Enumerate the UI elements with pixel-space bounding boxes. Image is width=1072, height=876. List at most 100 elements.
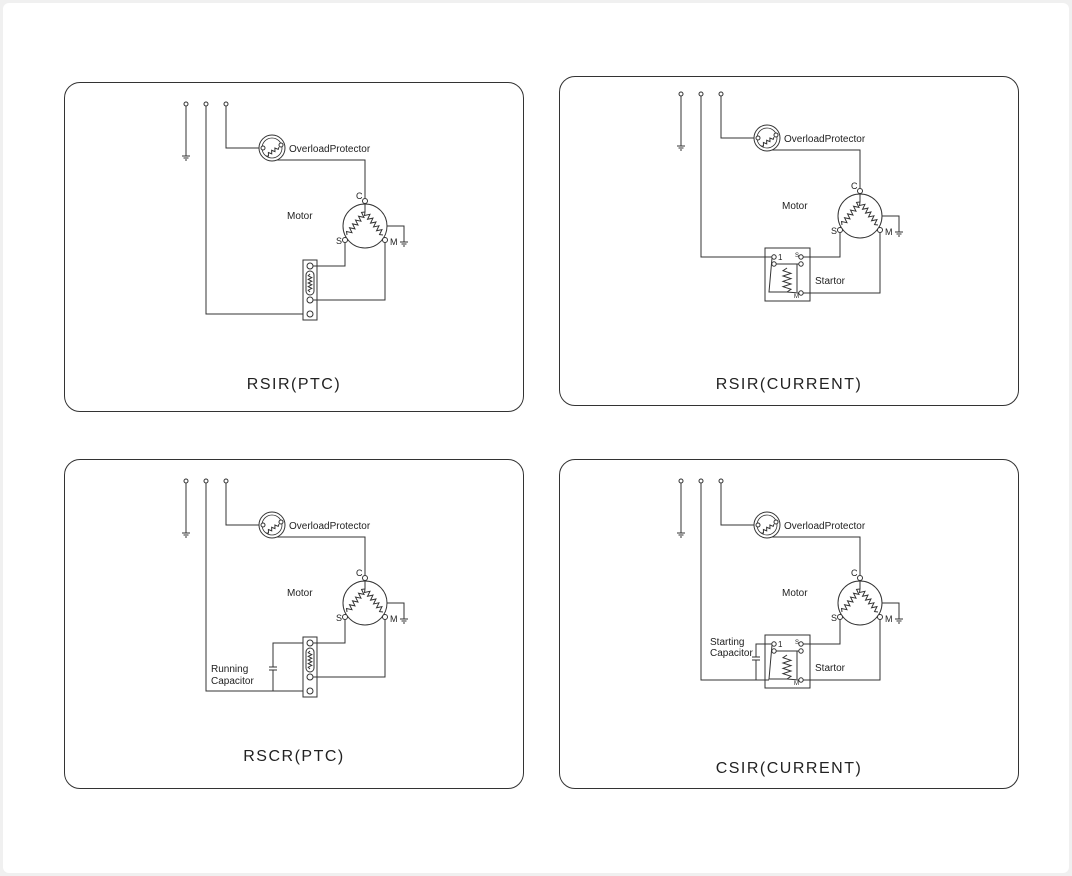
wire (786, 291, 800, 294)
wire (803, 232, 881, 294)
motor-winding-main (858, 588, 879, 613)
terminal-m-label: M (390, 237, 398, 247)
overload-protector-label: OverloadProtector (289, 521, 371, 532)
terminal (877, 227, 883, 233)
terminal (203, 101, 209, 107)
startor-terminal-s-label: S (795, 640, 799, 646)
wire (768, 257, 787, 293)
terminal (771, 648, 777, 654)
terminal (342, 237, 348, 243)
diagram-title: CSIR(CURRENT) (715, 760, 863, 777)
terminal (223, 101, 229, 107)
overload-protector-icon (258, 134, 286, 162)
terminal-s-label: S (831, 226, 837, 236)
wire (225, 106, 259, 149)
wire (313, 242, 386, 301)
terminal-s-label: S (336, 236, 342, 246)
motor-winding-main (858, 201, 879, 226)
wire (786, 678, 800, 681)
wire (720, 96, 754, 139)
ptc-thermistor-icon (305, 647, 315, 673)
startor-terminal-m-label: M (794, 294, 799, 300)
wire (803, 619, 881, 681)
ptc-relay-icon (302, 636, 318, 698)
wire (768, 644, 787, 680)
terminal-m-label: M (885, 614, 893, 624)
terminal (718, 91, 724, 97)
terminal (678, 478, 684, 484)
ground-wire (387, 602, 405, 619)
wire (700, 96, 772, 258)
terminal (278, 519, 284, 525)
terminal (771, 254, 777, 260)
motor-winding-start (840, 201, 861, 226)
terminal (306, 687, 314, 695)
wire (277, 159, 366, 198)
overload-protector-icon (760, 523, 775, 534)
terminal-c-label: C (851, 181, 858, 191)
terminal-c-label: C (356, 191, 363, 201)
terminal (773, 519, 779, 525)
overload-protector-label: OverloadProtector (784, 521, 866, 532)
terminal (857, 188, 863, 194)
terminal-m-label: M (885, 227, 893, 237)
wire (205, 106, 303, 315)
terminal (183, 101, 189, 107)
terminal (798, 261, 804, 267)
terminal (798, 641, 804, 647)
terminal-c-label: C (356, 568, 363, 578)
terminal (203, 478, 209, 484)
wire (803, 619, 841, 645)
diagram-title: RSIR(PTC) (246, 376, 342, 393)
wire (205, 483, 303, 692)
wire (225, 483, 259, 526)
diagram-title: RSCR(PTC) (243, 748, 345, 765)
startor-coil-icon (781, 654, 793, 680)
overload-protector-icon (265, 523, 280, 534)
terminal (877, 614, 883, 620)
terminal (798, 677, 804, 683)
terminal-s-label: S (336, 613, 342, 623)
terminal (755, 522, 761, 528)
terminal (362, 575, 368, 581)
terminal (223, 478, 229, 484)
terminal (278, 142, 284, 148)
diagram-title: RSIR(CURRENT) (715, 376, 863, 393)
ptc-thermistor-icon (307, 273, 313, 293)
terminal (306, 262, 314, 270)
terminal (306, 639, 314, 647)
ptc-relay-icon (302, 259, 318, 321)
terminal (678, 91, 684, 97)
terminal (798, 290, 804, 296)
overload-protector-icon (265, 146, 280, 157)
terminal (771, 641, 777, 647)
startor-terminal-m-label: M (794, 681, 799, 687)
motor-winding-start (840, 588, 861, 613)
motor-label: Motor (287, 588, 313, 599)
terminal (260, 522, 266, 528)
startor-label: Startor (815, 276, 846, 287)
terminal (773, 132, 779, 138)
motor-winding-start (345, 211, 366, 236)
wire (277, 536, 366, 575)
wire (272, 642, 303, 667)
terminal (837, 227, 843, 233)
startor-terminal-1-label: 1 (778, 253, 783, 262)
wire (772, 536, 861, 575)
motor-label: Motor (782, 201, 808, 212)
terminal (382, 614, 388, 620)
ptc-thermistor-icon (307, 650, 313, 670)
motor-label: Motor (782, 588, 808, 599)
terminal-c-label: C (851, 568, 858, 578)
terminal (798, 648, 804, 654)
ground-wire (882, 602, 900, 619)
ground-wire (387, 225, 405, 242)
motor-label: Motor (287, 211, 313, 222)
wire (313, 619, 346, 644)
